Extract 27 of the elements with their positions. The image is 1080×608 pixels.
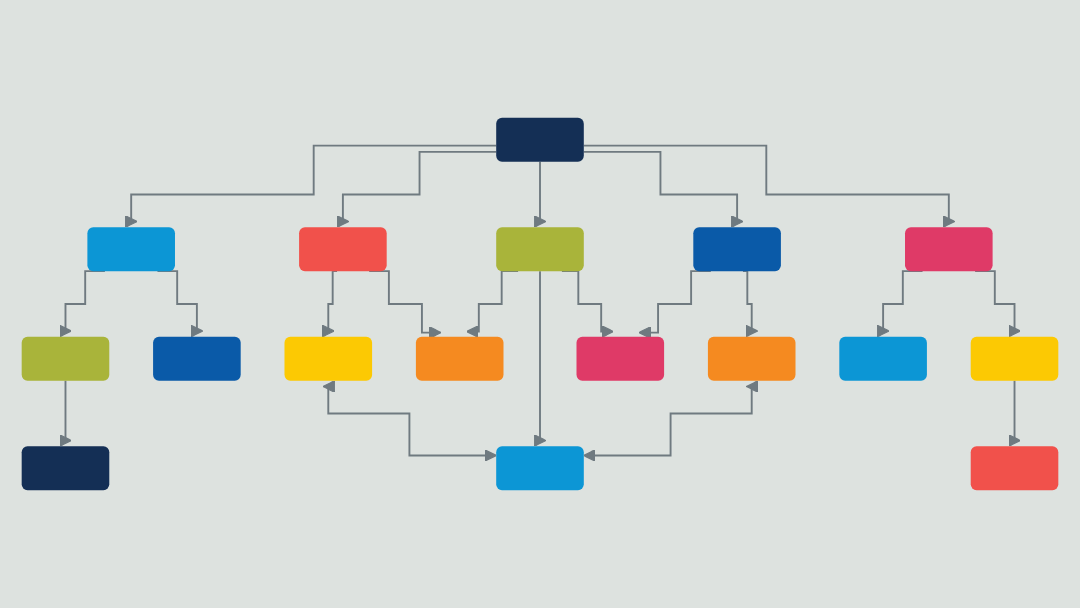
node-box — [415, 336, 504, 381]
node-box — [905, 227, 993, 272]
arrow — [336, 150, 498, 228]
arrow — [321, 380, 497, 462]
node-box — [970, 446, 1059, 491]
arrow — [582, 150, 744, 228]
node-box — [496, 117, 584, 162]
arrow — [1008, 379, 1021, 447]
node-box — [153, 336, 241, 381]
node-box — [576, 336, 665, 381]
arrow — [59, 379, 72, 447]
node-box — [496, 227, 584, 272]
arrow — [582, 144, 956, 228]
node-box — [970, 336, 1059, 381]
node-box — [21, 336, 110, 381]
arrow — [583, 380, 759, 462]
node-box — [299, 227, 387, 272]
node-box — [496, 446, 584, 491]
node-box — [839, 336, 927, 381]
arrow — [533, 270, 547, 447]
node-box — [21, 446, 110, 491]
node-box — [707, 336, 796, 381]
node-box — [693, 227, 781, 272]
arrow — [533, 160, 547, 228]
node-box — [87, 227, 175, 272]
arrow — [124, 144, 498, 228]
node-box — [284, 336, 373, 381]
